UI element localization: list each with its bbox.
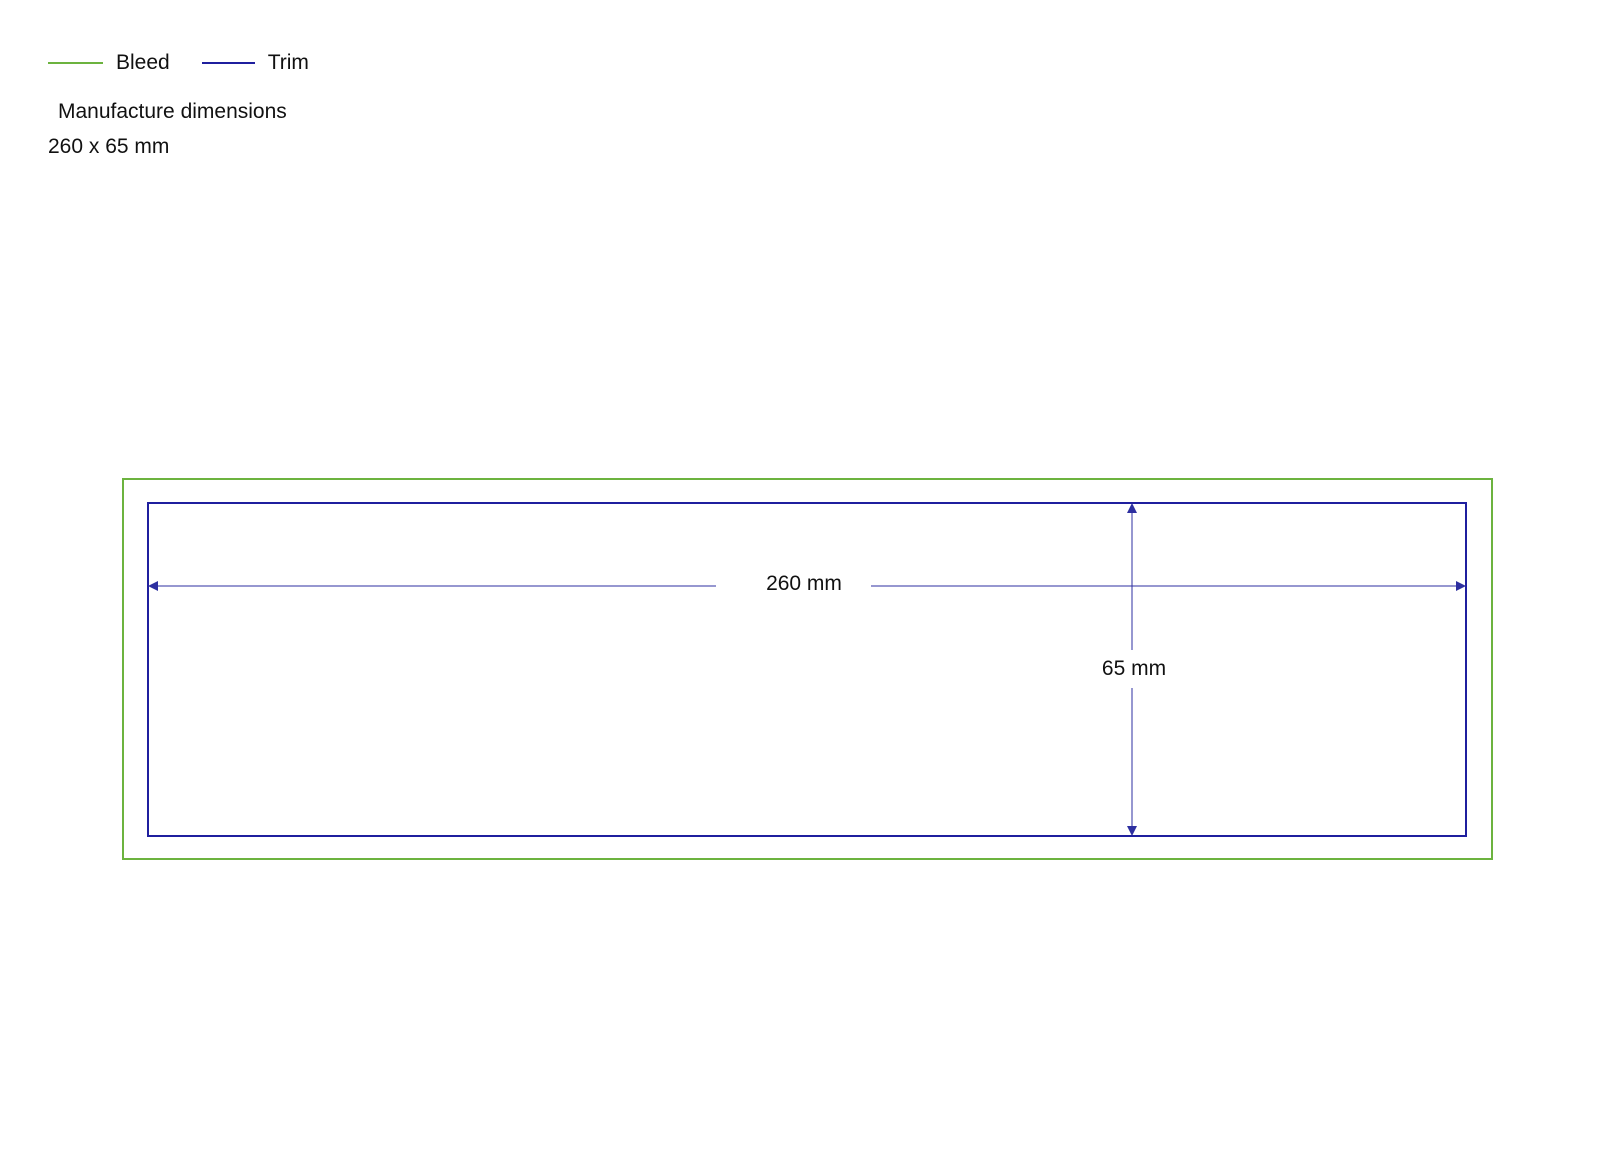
legend: Bleed Trim xyxy=(48,48,309,78)
legend-item-bleed: Bleed xyxy=(48,51,170,75)
trim-rectangle xyxy=(147,502,1467,837)
page-title: Manufacture dimensions xyxy=(58,100,287,123)
bleed-line-swatch xyxy=(48,62,103,64)
trim-line-swatch xyxy=(201,62,255,64)
width-dimension-label: 260 mm xyxy=(766,572,842,595)
height-dimension-label: 65 mm xyxy=(1102,657,1166,680)
bleed-rectangle xyxy=(122,478,1493,860)
dimensions-text: 260 x 65 mm xyxy=(48,135,170,158)
trim-label: Trim xyxy=(267,51,309,74)
bleed-label: Bleed xyxy=(116,51,170,74)
legend-item-trim: Trim xyxy=(201,51,309,75)
